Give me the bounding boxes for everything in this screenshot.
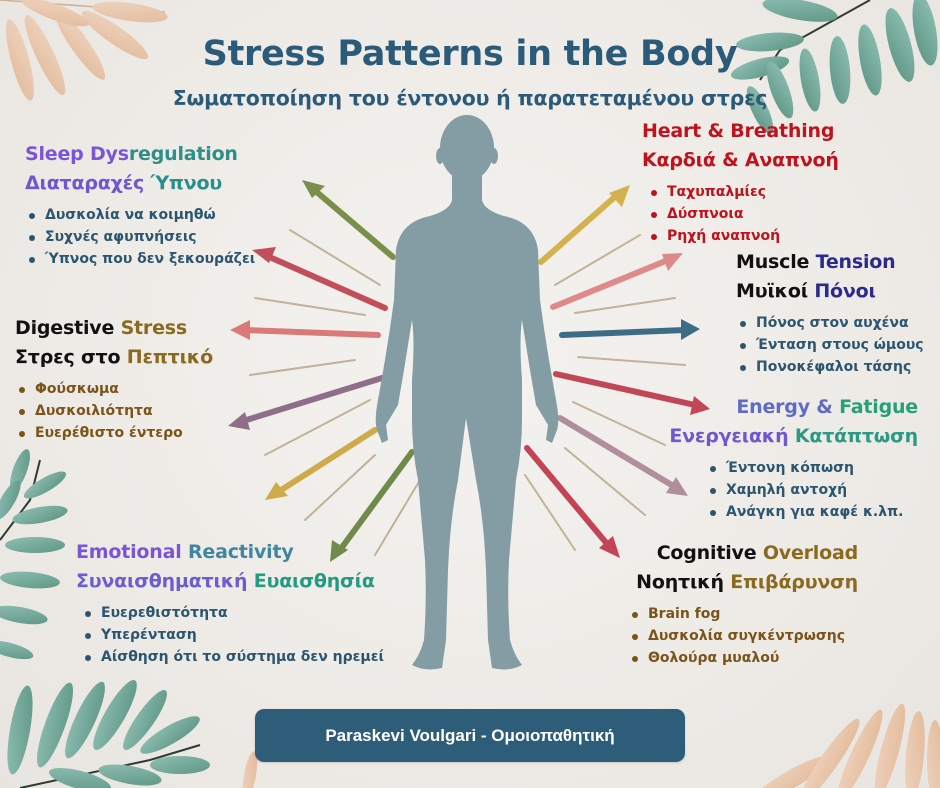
arrow-digestive2-icon [228, 375, 385, 430]
leaves-left-icon [0, 449, 68, 660]
digestive-title-gr-part2: Πεπτικό [126, 346, 213, 368]
list-item: Ένταση στους ώμους [736, 334, 924, 356]
list-item: Ανάγκη για καφέ κ.λπ. [706, 501, 918, 523]
cognitive-title-gr: Νοητική Επιβάρυνση [622, 568, 858, 597]
energy-title-en-part1: Energy & [736, 396, 840, 418]
arrow-digestive-icon [230, 320, 381, 340]
list-item: Φούσκωμα [15, 378, 213, 400]
digestive-title-gr: Στρες στο Πεπτικό [15, 343, 213, 372]
leaves-bottom-right-icon [242, 703, 940, 788]
cognitive-title-en-part1: Cognitive [656, 542, 763, 564]
arrow-sleep2-icon [252, 247, 388, 311]
leaves-top-left-icon [0, 0, 168, 101]
sleep-title-gr: Διαταραχές Ύπνου [25, 169, 255, 198]
emotional-title-gr-part1: Συναισθηματική [76, 570, 254, 592]
emotional-symptom-list: Ευερεθιστότητα Υπερένταση Αίσθηση ότι το… [81, 602, 384, 668]
sleep-symptom-list: Δυσκολία να κοιμηθώ Συχνές αφυπνήσεις Ύπ… [25, 204, 255, 270]
cognitive-title-gr-part2: Επιβάρυνση [730, 571, 858, 593]
list-item: Δυσκολία συγκέντρωσης [628, 625, 858, 647]
stress-arrows [228, 180, 710, 562]
cognitive-title-gr-part1: Νοητική [636, 571, 731, 593]
digestive-title-en: Digestive Stress [15, 314, 213, 343]
list-item: Πονοκέφαλοι τάσης [736, 356, 924, 378]
muscle-title-en: Muscle Tension [736, 248, 924, 277]
sleep-title-en-part1: Sleep Dys [25, 143, 129, 165]
list-item: Δύσπνοια [647, 203, 839, 225]
arrow-sleep-icon [302, 180, 396, 260]
heart-symptom-list: Ταχυπαλμίες Δύσπνοια Ρηχή αναπνοή [647, 181, 839, 247]
digestive-title-en-part1: Digestive [15, 317, 121, 339]
muscle-title-en-part1: Muscle [736, 251, 816, 273]
energy-symptom-list: Έντονη κόπωση Χαμηλή αντοχή Ανάγκη για κ… [706, 457, 918, 523]
list-item: Έντονη κόπωση [706, 457, 918, 479]
emotional-title-gr-part2: Ευαισθησία [253, 570, 375, 592]
heart-title-en: Heart & Breathing [642, 120, 835, 142]
muscle-title-gr-part2: Πόνοι [814, 280, 876, 302]
list-item: Δυσκοιλιότητα [15, 400, 213, 422]
sleep-title-en-part2: regulation [128, 143, 238, 165]
page-title: Stress Patterns in the Body [202, 34, 738, 74]
sleep-title-en: Sleep Dysregulation [25, 140, 255, 169]
list-item: Ευερεθιστότητα [81, 602, 384, 624]
digestive-symptom-list: Φούσκωμα Δυσκοιλιότητα Ευερέθιστο έντερο [15, 378, 213, 444]
arrow-emotional-icon [265, 427, 378, 500]
muscle-symptom-list: Πόνος στον αυχένα Ένταση στους ώμους Πον… [736, 312, 924, 378]
energy-title-gr-part1: Ενεργειακή [669, 425, 795, 447]
list-item: Ρηχή αναπνοή [647, 225, 839, 247]
list-item: Υπερένταση [81, 624, 384, 646]
section-energy: Energy & Fatigue Ενεργειακή Κατάπτωση Έν… [660, 393, 918, 523]
leaves-top-right-icon [730, 0, 938, 134]
energy-title-en: Energy & Fatigue [660, 393, 918, 422]
author-label: Paraskevi Voulgari - Ομοιοπαθητική [325, 725, 615, 745]
arrow-heart-icon [538, 185, 630, 265]
digestive-title-en-part2: Stress [120, 317, 188, 339]
page-subtitle: Σωματοποίηση του έντονου ή παρατεταμένου… [172, 86, 768, 110]
list-item: Ευερέθιστο έντερο [15, 422, 213, 444]
emotional-title-en-part1: Emotional [76, 541, 188, 563]
cognitive-symptom-list: Brain fog Δυσκολία συγκέντρωσης Θολούρα … [628, 603, 858, 669]
arrow-muscle-icon [559, 319, 700, 340]
radiating-lines [249, 229, 686, 556]
section-digestive: Digestive Stress Στρες στο Πεπτικό Φούσκ… [15, 314, 213, 444]
list-item: Αίσθηση ότι το σύστημα δεν ηρεμεί [81, 646, 384, 668]
list-item: Πόνος στον αυχένα [736, 312, 924, 334]
list-item: Ύπνος που δεν ξεκουράζει [25, 248, 255, 270]
list-item: Δυσκολία να κοιμηθώ [25, 204, 255, 226]
author-banner: Paraskevi Voulgari - Ομοιοπαθητική [255, 709, 685, 762]
cognitive-title-en-part2: Overload [762, 542, 858, 564]
muscle-title-gr: Μυϊκοί Πόνοι [736, 277, 924, 306]
sleep-title-gr-part2: Ύπνου [150, 172, 223, 194]
arrow-emotional2-icon [330, 449, 415, 562]
heart-title-gr: Καρδιά & Αναπνοή [642, 149, 839, 171]
energy-title-gr-part2: Κατάπτωση [794, 425, 918, 447]
arrow-heart2-icon [550, 253, 683, 310]
arrow-energy-icon [553, 371, 710, 415]
section-sleep: Sleep Dysregulation Διαταραχές Ύπνου Δυσ… [25, 140, 255, 270]
emotional-title-gr: Συναισθηματική Ευαισθησία [76, 567, 384, 596]
leaves-bottom-left-icon [7, 680, 210, 788]
list-item: Brain fog [628, 603, 858, 625]
section-emotional: Emotional Reactivity Συναισθηματική Ευαι… [76, 538, 384, 668]
arrow-cognitive-icon [524, 445, 620, 558]
emotional-title-en: Emotional Reactivity [76, 538, 384, 567]
energy-title-gr: Ενεργειακή Κατάπτωση [660, 422, 918, 451]
sleep-title-gr-part1: Διαταραχές [25, 172, 151, 194]
list-item: Θολούρα μυαλού [628, 647, 858, 669]
arrow-energy2-icon [557, 415, 688, 496]
section-heart: Heart & Breathing Καρδιά & Αναπνοή Ταχυπ… [642, 117, 839, 247]
list-item: Ταχυπαλμίες [647, 181, 839, 203]
energy-title-en-part2: Fatigue [839, 396, 918, 418]
human-body-silhouette-icon [375, 115, 559, 670]
section-muscle: Muscle Tension Μυϊκοί Πόνοι Πόνος στον α… [736, 248, 924, 378]
section-cognitive: Cognitive Overload Νοητική Επιβάρυνση Br… [622, 539, 858, 669]
emotional-title-en-part2: Reactivity [187, 541, 294, 563]
list-item: Χαμηλή αντοχή [706, 479, 918, 501]
list-item: Συχνές αφυπνήσεις [25, 226, 255, 248]
cognitive-title-en: Cognitive Overload [622, 539, 859, 568]
muscle-title-gr-part1: Μυϊκοί [736, 280, 815, 302]
digestive-title-gr-part1: Στρες στο [15, 346, 127, 368]
muscle-title-en-part2: Tension [815, 251, 896, 273]
